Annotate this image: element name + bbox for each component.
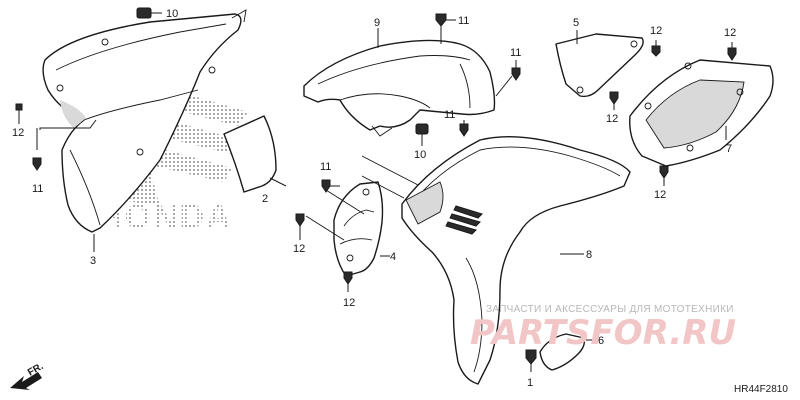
callout-10-center: 10 bbox=[414, 149, 426, 161]
callout-12-left: 12 bbox=[12, 127, 24, 139]
part-12-bolt-b bbox=[295, 213, 305, 227]
part-10-grommet-b bbox=[415, 123, 429, 135]
callout-7: 7 bbox=[726, 143, 732, 155]
part-12-bolt-c bbox=[343, 271, 353, 285]
callout-11-center: 11 bbox=[444, 109, 455, 121]
callout-12-top-5: 12 bbox=[650, 25, 662, 37]
callout-2: 2 bbox=[262, 193, 268, 205]
callout-11-right: 11 bbox=[510, 47, 521, 59]
part-2-side-decal bbox=[223, 115, 277, 193]
callout-5: 5 bbox=[573, 17, 579, 29]
watermark-logo: PARTSFOR.RU bbox=[470, 313, 736, 353]
callout-12-lower-left: 12 bbox=[293, 243, 305, 255]
front-direction-arrow: FR. bbox=[10, 361, 46, 390]
callout-9: 9 bbox=[374, 17, 380, 29]
callout-4: 4 bbox=[390, 251, 396, 263]
part-12-bolt-a bbox=[15, 103, 23, 124]
callout-12-below-4: 12 bbox=[343, 297, 355, 309]
callout-8: 8 bbox=[586, 249, 592, 261]
part-3-left-side-cover bbox=[42, 9, 247, 233]
part-11-screw-d bbox=[459, 123, 469, 137]
part-9-center-cover bbox=[303, 39, 496, 137]
part-10-grommet-a bbox=[136, 7, 152, 19]
callout-11-top: 11 bbox=[458, 15, 469, 27]
part-12-bolt-g bbox=[659, 165, 669, 179]
watermark-text: ЗАПЧАСТИ И АКСЕССУАРЫ ДЛЯ МОТОТЕХНИКИ bbox=[486, 304, 734, 315]
callout-10: 10 bbox=[166, 8, 178, 20]
callout-3: 3 bbox=[90, 255, 96, 267]
part-11-screw-e bbox=[321, 179, 331, 193]
diagram-code: HR44F2810 bbox=[734, 384, 788, 395]
part-5-plate bbox=[555, 33, 644, 98]
part-12-bolt-d bbox=[651, 45, 661, 57]
callout-12-top-right: 12 bbox=[724, 27, 736, 39]
part-11-screw-a bbox=[32, 157, 42, 171]
callout-6: 6 bbox=[598, 335, 604, 347]
part-11-screw-b bbox=[435, 13, 447, 27]
callout-11-lower: 11 bbox=[320, 161, 331, 173]
part-1-clip bbox=[525, 349, 537, 365]
callout-12-bottom-5: 12 bbox=[606, 113, 618, 125]
part-6-lower-decal bbox=[539, 333, 586, 371]
part-11-screw-c bbox=[511, 67, 521, 81]
part-8-right-side-cover bbox=[401, 135, 631, 385]
front-arrow-label: FR. bbox=[26, 361, 46, 379]
part-4-bracket bbox=[333, 181, 384, 277]
callout-11-left: 11 bbox=[32, 183, 43, 195]
part-7-right-panel bbox=[629, 59, 774, 167]
part-12-bolt-f bbox=[727, 47, 737, 61]
callout-1: 1 bbox=[527, 377, 533, 389]
callout-12-below-7: 12 bbox=[654, 189, 666, 201]
part-12-bolt-e bbox=[609, 91, 619, 105]
